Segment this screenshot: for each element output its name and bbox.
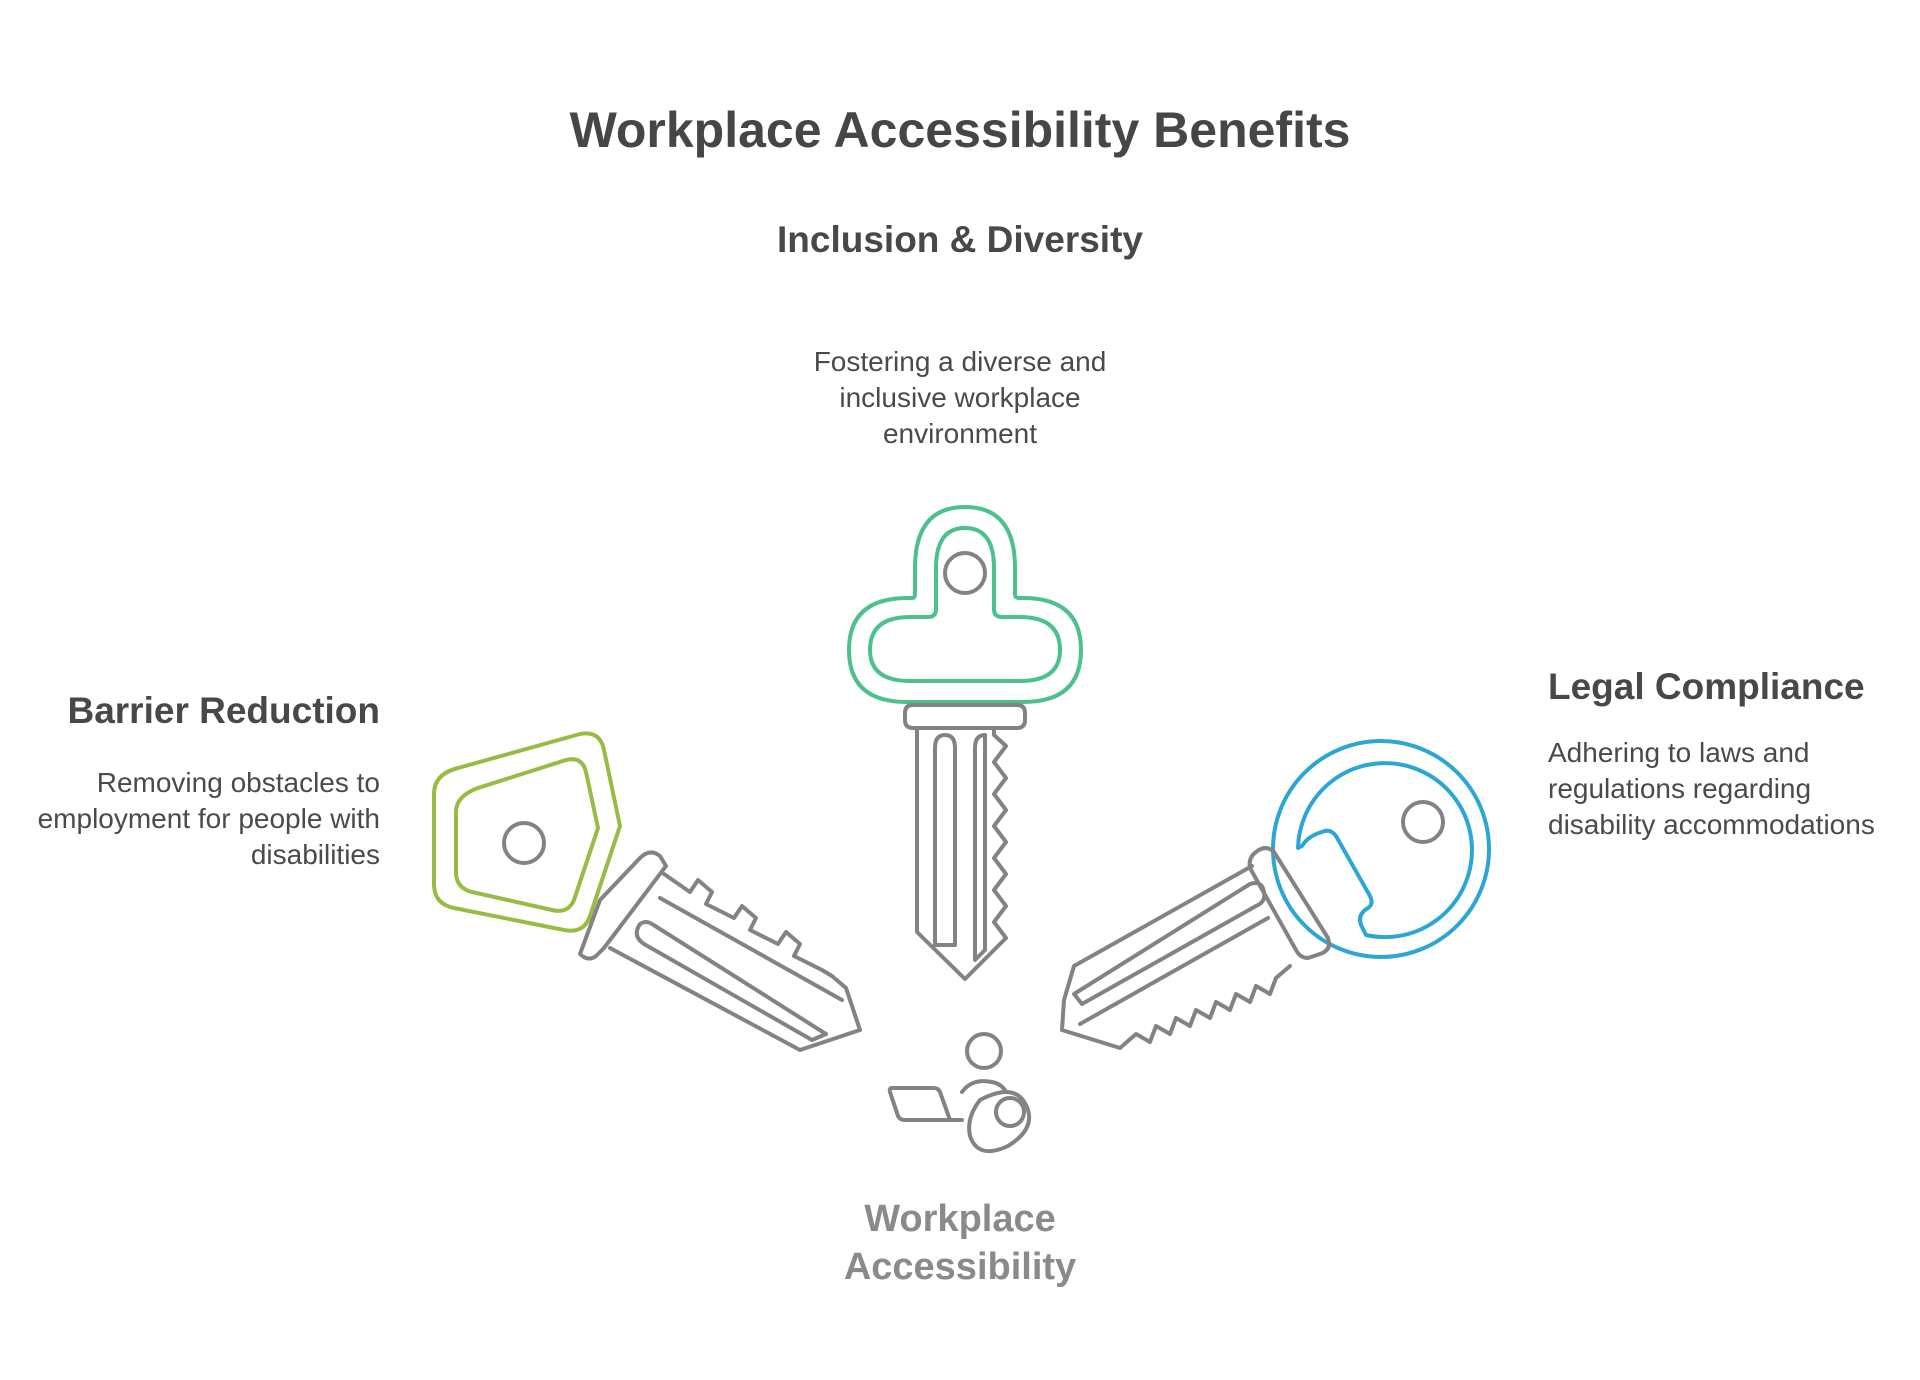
- key-icon-barrier-reduction-details: [502, 821, 862, 1052]
- key-icon-legal-compliance: [1060, 739, 1491, 1050]
- center-label-workplace-accessibility: Workplace Accessibility: [843, 1198, 1077, 1288]
- key-icon-barrier-reduction: [432, 731, 622, 933]
- branch-title-barrier-reduction: Barrier Reduction: [67, 690, 380, 731]
- branch-title-inclusion-diversity: Inclusion & Diversity: [777, 219, 1143, 260]
- branch-title-legal-compliance: Legal Compliance: [1548, 666, 1865, 707]
- key-icon-inclusion-diversity: [847, 505, 1083, 981]
- diagram-title: Workplace Accessibility Benefits: [569, 102, 1351, 158]
- branch-description-barrier-reduction: Removing obstacles to employment for peo…: [37, 767, 380, 870]
- person-with-laptop-icon: [887, 1032, 1031, 1154]
- branch-description-inclusion-diversity: Fostering a diverse and inclusive workpl…: [813, 346, 1107, 449]
- branch-description-legal-compliance: Adhering to laws and regulations regardi…: [1548, 737, 1875, 840]
